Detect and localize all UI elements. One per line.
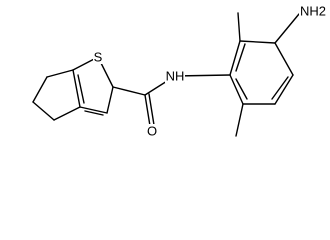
bond: [274, 42, 294, 76]
bond: [229, 40, 241, 76]
label-background: [165, 68, 185, 83]
methyl-bond: [235, 103, 244, 137]
bond: [229, 74, 244, 105]
bond: [239, 40, 276, 44]
bond: [235, 78, 248, 100]
carbonyl-oxygen-label: O: [147, 124, 157, 139]
molecule-drawing: S NH O NH2: [32, 4, 328, 139]
bond: [79, 106, 108, 114]
bond: [72, 69, 81, 108]
bond: [144, 94, 151, 127]
bond: [235, 43, 246, 72]
bond: [77, 74, 85, 104]
label-background: [299, 4, 328, 19]
bond: [84, 110, 104, 116]
bond: [32, 101, 55, 121]
bond: [46, 69, 74, 78]
bond: [148, 93, 155, 126]
label-background: [93, 50, 104, 64]
amino-group-label: NH2: [300, 4, 326, 19]
sulfur-atom-label: S: [94, 50, 103, 65]
chemical-structure-diagram: S NH O NH2: [32, 4, 328, 139]
amino-bond: [274, 13, 300, 44]
bond: [112, 86, 146, 96]
bond: [32, 76, 48, 103]
amide-nitrogen-label: NH: [166, 69, 185, 84]
bond: [53, 106, 81, 121]
bond: [106, 86, 114, 114]
label-background: [147, 124, 158, 138]
bond: [274, 74, 294, 105]
bond: [271, 76, 289, 100]
methyl-bond: [237, 12, 241, 42]
